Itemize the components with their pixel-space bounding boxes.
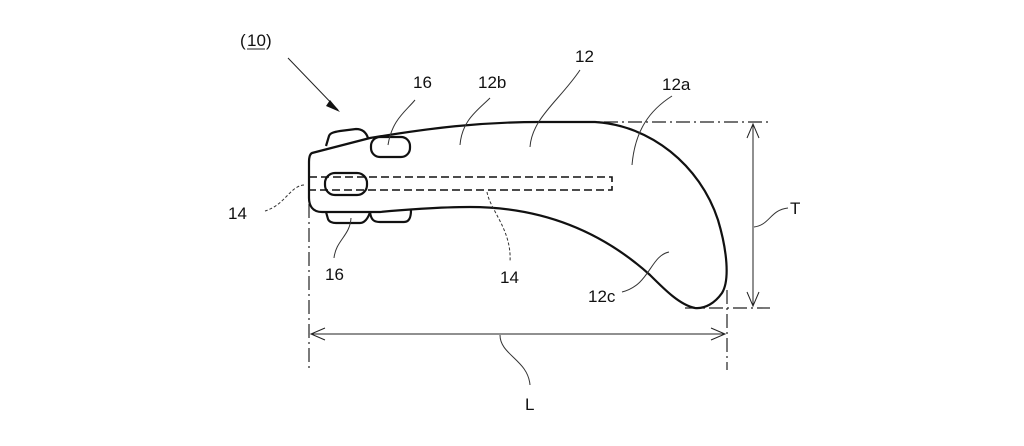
- channel-hidden-outline: [309, 176, 613, 191]
- pad-top-right: [369, 135, 412, 159]
- label-assembly-open: (: [240, 31, 246, 50]
- label-assembly-close: ): [266, 31, 272, 50]
- pad-inner: [323, 171, 369, 197]
- label-region-a: 12a: [662, 75, 691, 94]
- pad-bottom-left: [324, 211, 372, 225]
- label-thickness: T: [790, 199, 800, 218]
- label-pad-bottom: 16: [325, 265, 344, 284]
- label-region-c: 12c: [588, 287, 616, 306]
- label-region-b: 12b: [478, 73, 506, 92]
- body-leader: [529, 69, 581, 148]
- label-body: 12: [575, 47, 594, 66]
- length-leader: [499, 334, 531, 386]
- label-assembly: 10: [247, 31, 266, 50]
- length-arrowheads: [309, 327, 727, 341]
- channel-left-leader: [264, 184, 305, 212]
- label-channel-bottom: 14: [500, 268, 519, 287]
- pad-bottom-right: [368, 209, 413, 224]
- thickness-leader: [753, 207, 789, 228]
- pad-top-leader: [387, 99, 416, 146]
- pad-top-left: [324, 127, 370, 147]
- body-outline: [307, 120, 728, 310]
- region-c-leader: [621, 251, 670, 293]
- pad-bottom-leader: [333, 217, 352, 259]
- region-b-leader: [459, 97, 491, 146]
- region-a-leader: [631, 95, 673, 166]
- thickness-arrowheads: [746, 122, 760, 308]
- assembly-arrowhead: [326, 100, 340, 112]
- channel-bottom-leader: [486, 191, 511, 263]
- label-pad-top: 16: [413, 73, 432, 92]
- label-channel-left: 14: [228, 204, 247, 223]
- label-length: L: [525, 395, 534, 414]
